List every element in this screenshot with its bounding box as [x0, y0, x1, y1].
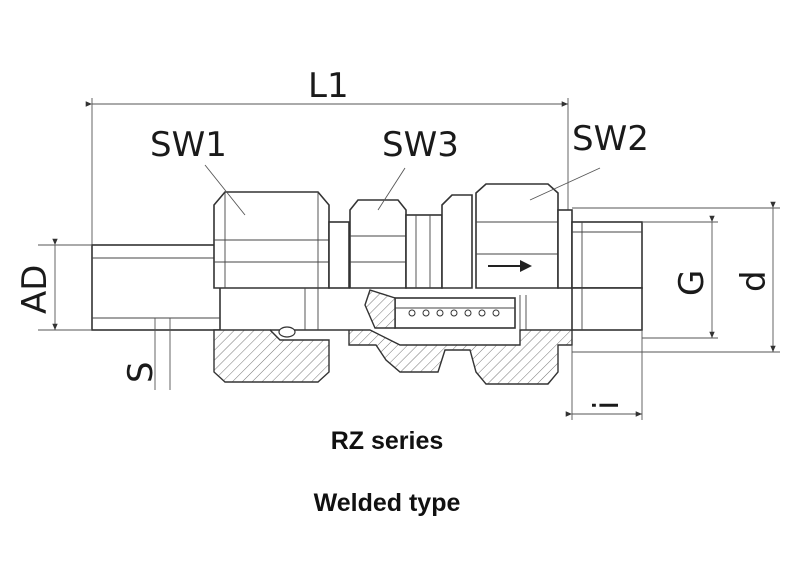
- sw2-leader: [529, 167, 601, 201]
- type-caption: Welded type: [314, 489, 461, 517]
- d-label: d: [734, 270, 774, 292]
- section-view: [213, 287, 643, 385]
- i-dimension: [565, 330, 643, 420]
- ad-label: AD: [15, 265, 55, 314]
- g-dimension: [642, 215, 718, 339]
- sw2-nut: [441, 183, 573, 289]
- l1-dimension: [85, 98, 569, 248]
- s-dimension: [154, 318, 171, 390]
- sw2-label: SW2: [572, 119, 649, 159]
- valve-spring: [408, 309, 500, 317]
- flow-direction-arrow-icon: [488, 260, 532, 272]
- sw1-union-nut: [213, 191, 350, 289]
- o-ring: [278, 326, 296, 338]
- g-label: G: [672, 270, 712, 296]
- i-label: i: [587, 401, 627, 410]
- sw1-leader: [204, 164, 246, 216]
- sw1-label: SW1: [150, 125, 227, 165]
- sw3-leader: [377, 167, 406, 211]
- ad-dimension: [38, 238, 92, 331]
- sw3-label: SW3: [382, 125, 459, 165]
- sw3-body-hex: [349, 199, 443, 289]
- s-label: S: [121, 361, 161, 383]
- l1-label: L1: [308, 66, 349, 106]
- series-caption: RZ series: [331, 427, 444, 455]
- d-dimension: [572, 201, 780, 353]
- weld-pipe-stub: [91, 244, 221, 331]
- thread-end: [571, 221, 643, 289]
